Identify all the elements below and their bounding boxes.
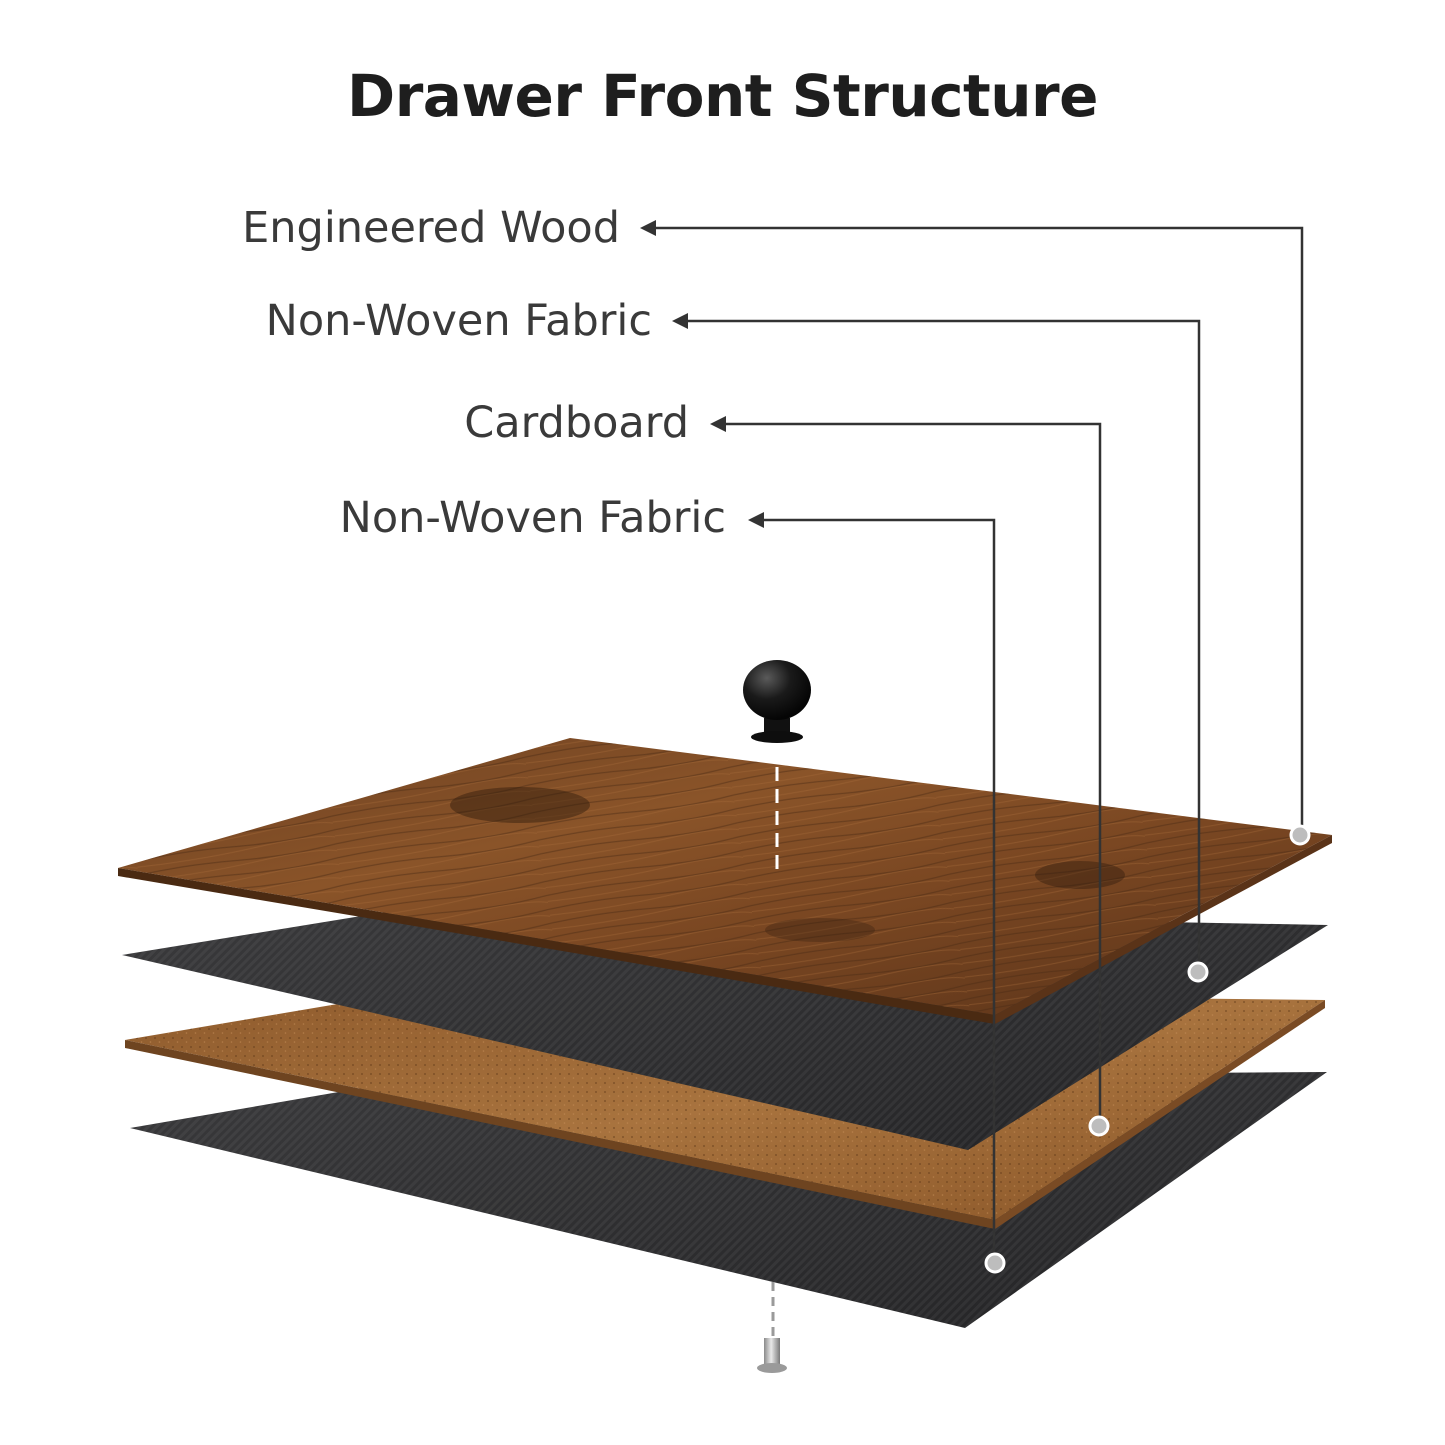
leader-non-woven-fabric-top xyxy=(680,319,1201,972)
layer-engineered-wood xyxy=(118,738,1332,1024)
arrowhead-non-woven-fabric-bottom xyxy=(748,512,764,528)
screw-icon xyxy=(757,1282,787,1373)
diagram-title: Drawer Front Structure xyxy=(347,62,1098,130)
marker-non-woven-fabric-top xyxy=(1187,961,1209,983)
arrowhead-cardboard xyxy=(710,416,726,432)
label-non-woven-fabric-top: Non-Woven Fabric xyxy=(265,296,652,346)
label-non-woven-fabric-bottom: Non-Woven Fabric xyxy=(339,493,726,543)
arrowhead-non-woven-fabric-top xyxy=(672,313,688,329)
label-engineered-wood: Engineered Wood xyxy=(242,203,620,253)
arrowhead-engineered-wood xyxy=(640,220,656,236)
leader-cardboard xyxy=(718,422,1102,1126)
marker-non-woven-fabric-bottom xyxy=(984,1252,1006,1274)
leader-non-woven-fabric-bottom xyxy=(756,518,996,1262)
label-cardboard: Cardboard xyxy=(464,398,689,448)
marker-cardboard xyxy=(1088,1115,1110,1137)
leader-engineered-wood xyxy=(648,226,1304,835)
leader-lines xyxy=(640,220,1311,1274)
marker-engineered-wood xyxy=(1289,824,1311,846)
layer-cardboard xyxy=(125,990,1325,1229)
knob-icon xyxy=(743,660,811,872)
